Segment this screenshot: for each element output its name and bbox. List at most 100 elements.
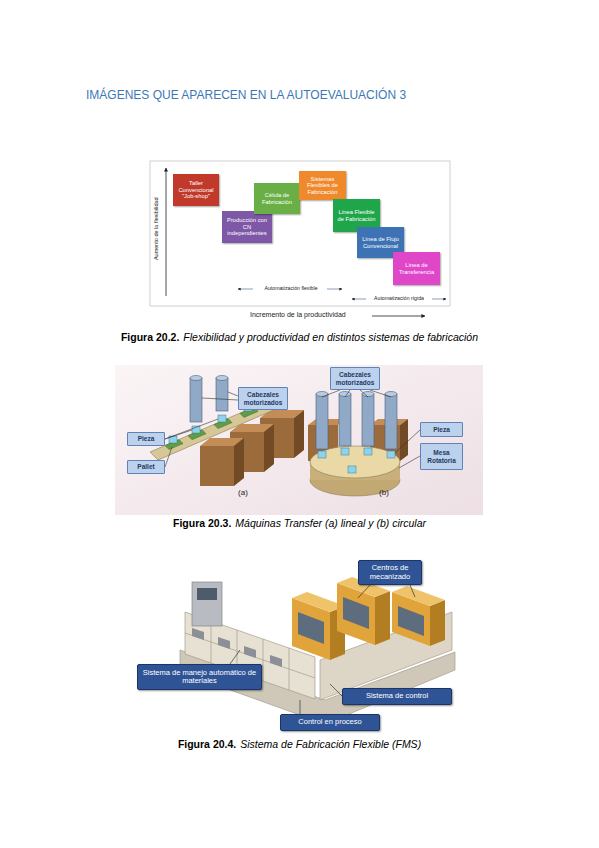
chart-frame	[150, 161, 450, 306]
range-label: Automatización flexible	[255, 286, 327, 291]
figure-caption: Figura 20.2.Flexibilidad y productividad…	[0, 331, 599, 343]
workpiece	[387, 451, 395, 458]
system-box: Célula de Fabricación	[254, 183, 300, 214]
range-arrow	[238, 289, 253, 290]
range-label: Automatización rígida	[366, 296, 432, 301]
leader-lines	[322, 390, 420, 468]
node-text: Pallet	[137, 463, 154, 470]
head-column	[316, 394, 328, 449]
head-cap	[339, 392, 351, 397]
node-text: Control en proceso	[298, 718, 361, 726]
figure-number: Figura 20.3.	[173, 517, 231, 529]
node-text: Línea de Flujo Convencional	[359, 236, 402, 249]
node-text: Línea Flexible de Fabricación	[335, 209, 378, 222]
node-text: Pieza	[138, 435, 155, 442]
machine-window	[343, 597, 369, 629]
head-cap	[190, 376, 202, 381]
control-cabinet	[192, 582, 222, 626]
head-column	[362, 394, 374, 446]
fms-illustration	[180, 577, 455, 724]
y-axis-arrow	[166, 168, 167, 296]
callout-box: Pieza	[420, 422, 463, 437]
axis-label: Incremento de la productividad	[250, 311, 346, 318]
cube-side	[400, 419, 408, 461]
leader-line	[345, 390, 350, 397]
head-cap	[316, 392, 328, 397]
node-text: Taller Convencional "Job-shop"	[175, 180, 217, 199]
node-text: Centros de mecanizado	[361, 564, 419, 581]
x-axis-arrow	[372, 316, 425, 317]
cube-side	[294, 410, 304, 458]
range-arrow	[352, 299, 366, 300]
table-top	[310, 446, 400, 478]
cube-side	[234, 438, 244, 486]
leader-line	[399, 456, 420, 468]
leader-line	[360, 390, 368, 397]
figure-caption: Figura 20.4.Sistema de Fabricación Flexi…	[0, 738, 599, 750]
callout-box: Sistema de manejo automático de material…	[137, 664, 262, 690]
leader-line	[358, 585, 370, 598]
node-text: Pieza	[433, 426, 450, 433]
callout-box: Cabezales motorizados	[238, 387, 288, 410]
control-screen	[197, 588, 217, 600]
callout-box: Control en proceso	[280, 714, 380, 731]
node-text: Producción con CN independientes	[224, 217, 270, 236]
head-cap	[216, 376, 228, 381]
leader-lines	[165, 392, 238, 467]
head-column	[216, 378, 228, 411]
leader-line	[410, 585, 415, 597]
caption-text: Máquinas Transfer (a) lineal y (b) circu…	[235, 517, 426, 529]
stored-pallet	[244, 646, 256, 658]
machine-base	[200, 410, 304, 486]
leader-line	[165, 447, 172, 467]
leader-line	[322, 390, 340, 397]
node-text: Cabezales motorizados	[333, 371, 377, 386]
system-box: Producción con CN independientes	[222, 211, 272, 243]
caption-text: Flexibilidad y productividad en distinto…	[183, 331, 478, 343]
leader-line	[165, 419, 218, 439]
figure-caption: Figura 20.3. Máquinas Transfer (a) lineal…	[0, 517, 599, 529]
cube-side	[264, 424, 274, 472]
node-text: Mesa Rotatoria	[423, 449, 460, 464]
subfigure-label: (a)	[233, 489, 253, 497]
leader-line	[230, 650, 240, 664]
node-text: Cabezales motorizados	[241, 391, 285, 406]
pallets	[165, 404, 258, 450]
callout-box: Mesa Rotatoria	[420, 443, 463, 470]
caption-text: Sistema de Fabricación Flexible (FMS)	[240, 738, 421, 750]
cube-front	[200, 446, 234, 486]
node-text: Sistema de control	[366, 692, 428, 700]
leader-line	[202, 398, 238, 400]
callout-box: Cabezales motorizados	[330, 367, 380, 390]
stored-pallet	[270, 655, 282, 667]
workpiece	[348, 466, 356, 473]
leader-line	[300, 700, 301, 714]
head-column	[339, 394, 351, 446]
node-text: Sistemas Flexibles de Fabricación	[301, 176, 344, 195]
range-arrow	[327, 289, 342, 290]
callout-box: Pallet	[127, 460, 165, 474]
system-box: Línea de Transferencia	[393, 252, 440, 285]
callout-box: Sistema de control	[342, 688, 452, 705]
machine-top	[392, 586, 445, 606]
workpiece	[364, 448, 372, 455]
machine-window	[398, 606, 424, 636]
workpiece	[218, 415, 226, 422]
system-box: Sistemas Flexibles de Fabricación	[299, 171, 346, 200]
leader-line	[370, 390, 391, 397]
workpiece	[341, 448, 349, 455]
subfigure-label: (b)	[374, 489, 394, 497]
motor-heads	[316, 392, 397, 450]
rotary-table	[310, 446, 400, 496]
head-cap	[362, 392, 374, 397]
node-text: Línea de Transferencia	[395, 262, 438, 275]
motor-heads	[190, 376, 228, 423]
head-column	[385, 394, 397, 449]
callout-box: Centros de mecanizado	[358, 560, 422, 585]
node-text: Célula de Fabricación	[256, 192, 298, 205]
figure-band	[115, 365, 483, 515]
machine-side	[430, 600, 445, 646]
leader-line	[228, 392, 238, 396]
axis-label: Aumento de la flexibilidad	[154, 179, 160, 279]
